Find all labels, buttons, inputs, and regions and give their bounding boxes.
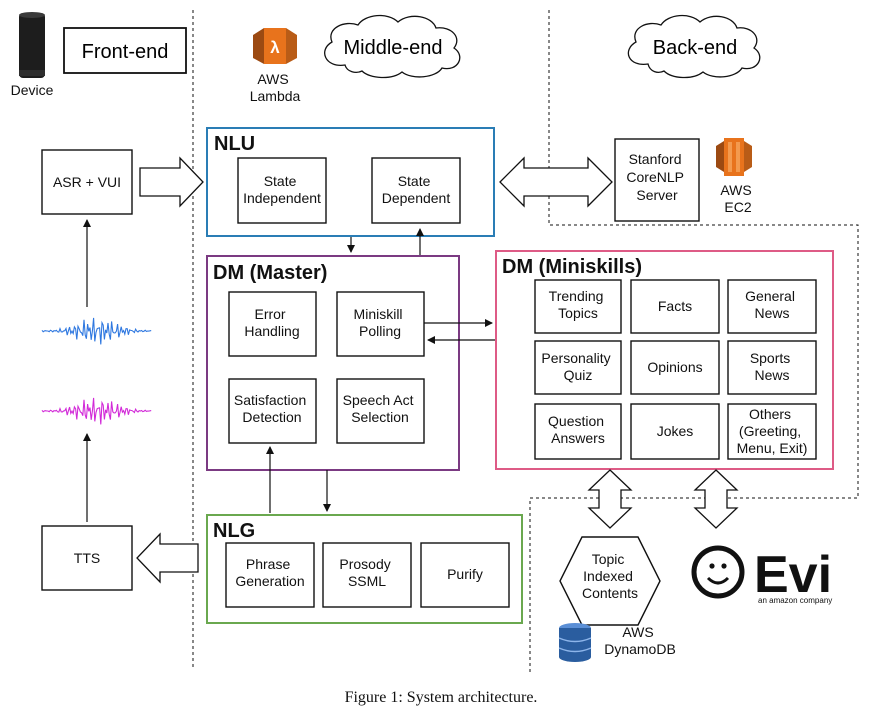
satisfaction-detection-label: Satisfaction Detection — [234, 392, 310, 425]
nlg-title: NLG — [213, 520, 255, 542]
asr-waveform — [41, 317, 152, 345]
facts-label: Facts — [658, 298, 692, 314]
nlg-to-tts-arrow — [136, 532, 199, 584]
stanford-corenlp-box — [614, 138, 700, 222]
others-label: Others (Greeting, Menu, Exit) — [737, 406, 808, 456]
aws-dynamodb-label: AWS DynamoDB — [604, 624, 676, 657]
backend-cloud — [627, 14, 761, 79]
state-dependent-label: State Dependent — [382, 173, 451, 206]
nlu-stanford-arrow — [499, 156, 613, 208]
aws-ec2-label: AWS EC2 — [720, 182, 755, 215]
tts-waveform — [41, 397, 152, 425]
prosody-ssml-label: Prosody SSML — [339, 556, 394, 589]
svg-text:Evi: Evi — [754, 546, 832, 604]
frontend-label: Front-end — [82, 41, 169, 63]
sports-news-box — [727, 340, 817, 395]
dm-master-title: DM (Master) — [213, 262, 327, 284]
error-handling-label: Error Handling — [244, 306, 299, 339]
asr-to-nlu-arrow — [139, 156, 204, 208]
aws-dynamodb-icon — [558, 623, 592, 662]
phrase-generation-box — [225, 542, 315, 608]
middleend-cloud — [324, 14, 461, 79]
opinions-label: Opinions — [647, 359, 702, 375]
prosody-ssml-box — [322, 542, 412, 608]
device-icon — [19, 12, 45, 78]
miniskills-contents-arrow — [587, 469, 633, 529]
svg-text:λ: λ — [270, 38, 280, 57]
miniskill-polling-box — [336, 291, 425, 357]
purify-box — [420, 542, 510, 608]
region-separators — [192, 10, 859, 672]
question-answers-label: Question Answers — [548, 413, 608, 446]
error-handling-box — [228, 291, 317, 357]
opinions-box — [630, 340, 720, 395]
aws-ec2-icon — [716, 138, 752, 176]
state-dependent-box — [371, 157, 461, 224]
sports-news-label: Sports News — [750, 350, 794, 383]
state-independent-box — [237, 157, 327, 224]
jokes-box — [630, 403, 720, 460]
asr-vui-label: ASR + VUI — [53, 174, 121, 190]
tts-box — [41, 525, 133, 591]
middleend-label: Middle-end — [344, 37, 443, 59]
dm-miniskills-title: DM (Miniskills) — [502, 256, 642, 278]
trending-topics-label: Trending Topics — [549, 288, 608, 321]
speech-act-selection-box — [336, 378, 425, 444]
aws-lambda-icon: λ — [253, 28, 297, 64]
question-answers-box — [534, 403, 622, 460]
jokes-label: Jokes — [657, 423, 694, 439]
state-independent-label: State Independent — [243, 173, 321, 206]
aws-lambda-label: AWS Lambda — [250, 71, 301, 104]
others-box — [727, 403, 817, 460]
topic-indexed-contents-label: Topic Indexed Contents — [582, 551, 638, 601]
backend-separator — [529, 10, 859, 672]
stanford-corenlp-label: Stanford CoreNLP Server — [626, 151, 687, 203]
asr-vui-box — [41, 149, 133, 215]
svg-text:an amazon company: an amazon company — [758, 596, 832, 605]
figure-caption: Figure 1: System architecture. — [345, 689, 538, 706]
evi-logo: Evi an amazon company — [691, 545, 832, 605]
personality-quiz-box — [534, 340, 622, 395]
facts-box — [630, 279, 720, 334]
satisfaction-detection-box — [228, 378, 317, 444]
backend-label: Back-end — [653, 37, 738, 59]
nlu-title: NLU — [214, 133, 255, 155]
general-news-label: General News — [745, 288, 799, 321]
trending-topics-box — [534, 279, 622, 334]
miniskills-evi-arrow — [693, 469, 739, 529]
tts-label: TTS — [74, 550, 100, 566]
device-label: Device — [11, 82, 54, 98]
speech-act-selection-label: Speech Act Selection — [343, 392, 418, 425]
phrase-generation-label: Phrase Generation — [235, 556, 304, 589]
frontend-box — [63, 27, 187, 74]
purify-label: Purify — [447, 566, 483, 582]
miniskill-polling-label: Miniskill Polling — [354, 306, 407, 339]
personality-quiz-label: Personality Quiz — [541, 350, 614, 383]
topic-indexed-contents-hexagon — [559, 536, 661, 626]
general-news-box — [727, 279, 817, 334]
